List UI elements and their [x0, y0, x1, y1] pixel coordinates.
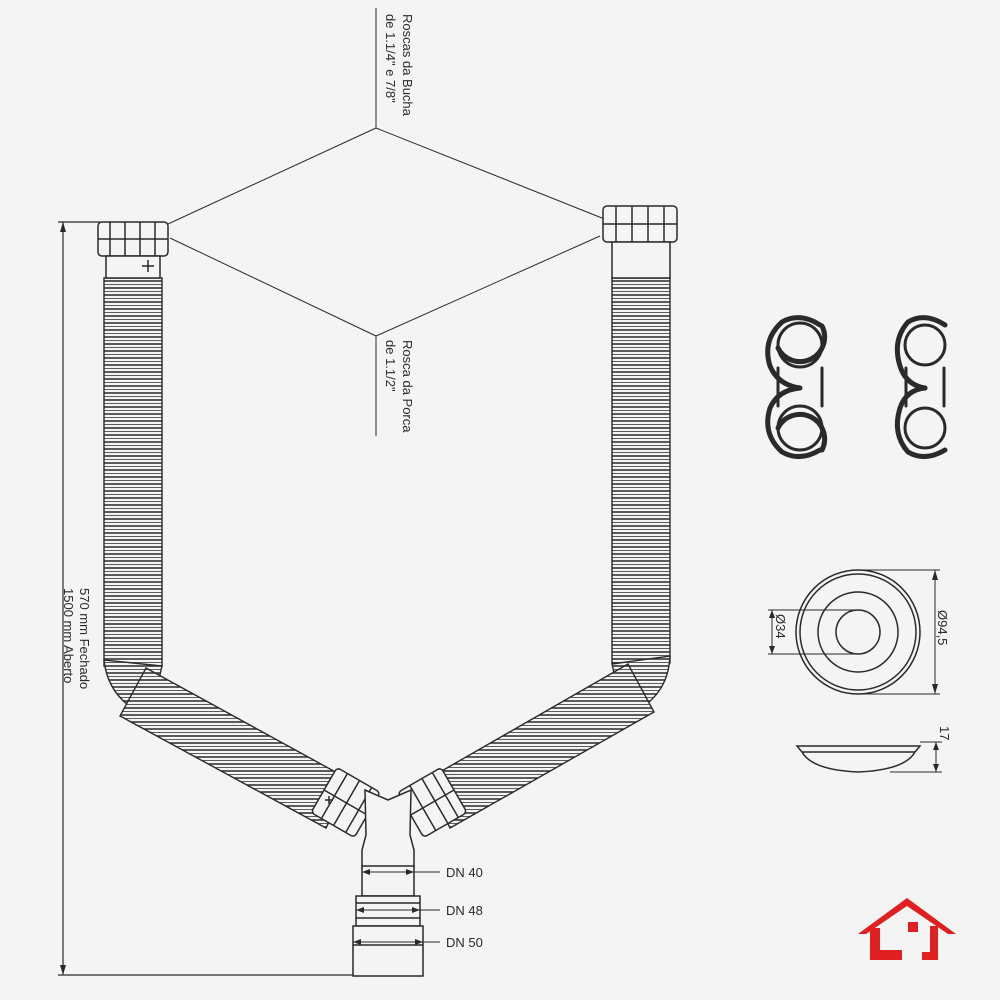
right-top-nut — [602, 205, 678, 279]
dn48-label: DN 48 — [446, 903, 483, 918]
nut-thread-label-1: Rosca da Porca — [400, 340, 415, 433]
y-junction — [311, 768, 467, 869]
dn40-label: DN 40 — [446, 865, 483, 880]
house-logo-icon — [858, 898, 956, 960]
bushing-thread-label-1: Roscas da Bucha — [400, 14, 415, 117]
double-clamp-narrow — [894, 315, 948, 459]
leader-lines — [154, 8, 613, 436]
flange-side-view — [795, 745, 922, 773]
right-flexible-hose — [425, 277, 671, 829]
left-flexible-hose — [103, 277, 351, 829]
outer-diameter-label: Ø94,5 — [935, 610, 950, 645]
flange-top-view — [795, 569, 921, 695]
length-open-label: 1500 mm Aberto — [61, 588, 76, 683]
left-top-nut — [97, 221, 169, 279]
height-label: 17 — [937, 726, 952, 740]
height-dimension — [890, 741, 942, 773]
outlet-pipe — [352, 865, 424, 977]
inner-diameter-label: Ø34 — [773, 614, 788, 639]
dn-dimensions — [353, 869, 440, 945]
flange-dimensions — [768, 569, 940, 695]
bushing-thread-label-2: de 1.1/4" e 7/8" — [383, 14, 398, 103]
dn50-label: DN 50 — [446, 935, 483, 950]
nut-thread-label-2: de 1.1/2" — [383, 340, 398, 392]
length-dimension — [58, 221, 355, 976]
double-clamp-wide — [765, 315, 828, 459]
length-closed-label: 570 mm Fechado — [77, 588, 92, 689]
